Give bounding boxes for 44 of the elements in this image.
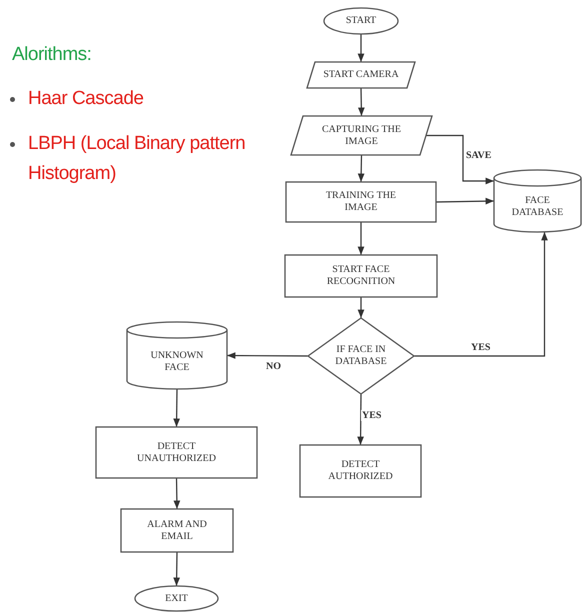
- arrow: [358, 297, 364, 318]
- arrow: [426, 134, 494, 184]
- terminal-ellipse: [135, 586, 218, 611]
- edge-label: YES: [470, 342, 492, 353]
- process-box: [300, 445, 421, 497]
- process-box: [286, 182, 436, 222]
- process-box: [96, 427, 257, 478]
- edge-label: SAVE: [465, 150, 492, 161]
- arrow: [358, 34, 364, 62]
- arrow: [174, 478, 180, 510]
- node-text: CAPTURING THE IMAGE: [321, 124, 402, 148]
- decision-diamond: [308, 318, 414, 394]
- arrow: [227, 352, 308, 359]
- arrow: [357, 394, 364, 445]
- node-text: START CAMERA: [323, 69, 399, 81]
- node-text: TRAINING THE IMAGE: [324, 190, 398, 214]
- process-box: [121, 509, 233, 552]
- arrow: [173, 389, 180, 427]
- node-text: START: [346, 15, 376, 27]
- database-cylinder: [494, 170, 581, 232]
- node-text: DETECT UNAUTHORIZED: [136, 440, 217, 464]
- node-text: EXIT: [165, 592, 188, 604]
- node-text: START FACE RECOGNITION: [326, 264, 396, 288]
- database-cylinder: [127, 322, 227, 389]
- node-text: IF FACE IN DATABASE: [334, 344, 388, 368]
- io-parallelogram: [307, 62, 415, 88]
- terminal-ellipse: [324, 8, 398, 34]
- list-item-text: LBPH (Local Binary pattern Histogram): [28, 133, 246, 184]
- process-box: [285, 255, 437, 297]
- io-parallelogram: [291, 116, 432, 155]
- node-text: FACE DATABASE: [510, 195, 564, 219]
- edge-label: YES: [361, 410, 382, 421]
- node-text: UNKNOWN FACE: [150, 350, 204, 374]
- arrow: [173, 552, 180, 586]
- arrow: [358, 222, 364, 255]
- node-text: DETECT AUTHORIZED: [327, 459, 394, 483]
- arrow: [358, 154, 365, 182]
- heading: Alorithms:: [12, 44, 92, 66]
- node-text: ALARM AND EMAIL: [146, 518, 208, 542]
- arrow: [358, 88, 365, 116]
- edge-label: NO: [265, 361, 282, 372]
- arrow: [436, 198, 494, 204]
- arrow: [414, 232, 548, 357]
- list-item-text: Haar Cascade: [28, 88, 144, 109]
